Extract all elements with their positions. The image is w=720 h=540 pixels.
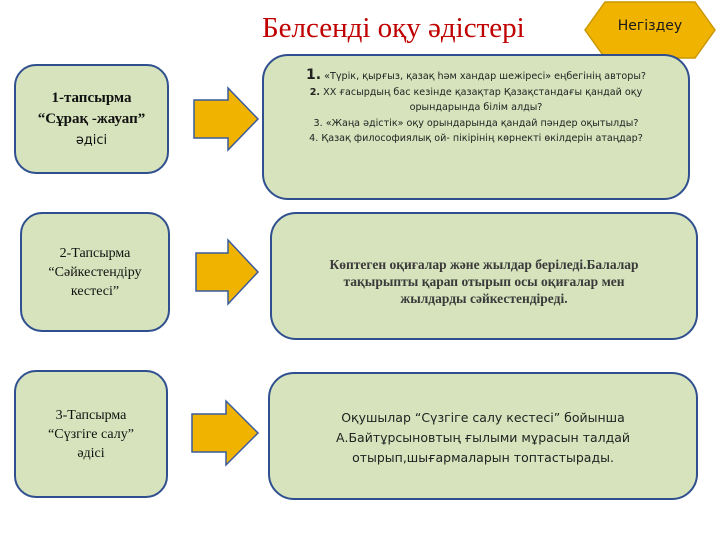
description-2-line-2: тақырыпты қарап отырып осы оқиғалар мен — [343, 274, 625, 289]
task-1-suffix: әдісі — [75, 132, 108, 148]
question-1: 1. «Түрік, қырғыз, қазақ һәм хандар шежі… — [305, 67, 646, 83]
arrow-right-icon — [195, 238, 260, 306]
task-2-suffix: кестесі” — [70, 283, 120, 299]
task-2-box: 2-Тапсырма “Сәйкестендіру кестесі” — [20, 212, 170, 332]
question-4: 4. Қазақ философиялық ой- пікірінің көрн… — [309, 133, 643, 144]
description-2-line-1: Көптеген оқиғалар және жылдар беріледі.Б… — [329, 257, 639, 272]
slide-title: Белсенді оқу әдістері — [262, 12, 525, 44]
description-3-line-1: Оқушылар “Сүзгіге салу кестесі” бойынша — [341, 410, 625, 425]
description-3-line-3: отырып,шығармаларын топтастырады. — [352, 450, 614, 465]
task-1-box: 1-тапсырма “Сұрақ -жауап” әдісі — [14, 64, 169, 174]
pentagon-shape — [584, 1, 716, 59]
task-3-number: 3-Тапсырма — [55, 407, 127, 423]
question-2-continued: орындарында білім алды? — [409, 102, 543, 113]
question-3: 3. «Жаңа әдістік» оқу орындарында қандай… — [313, 117, 639, 129]
task-3-box: 3-Тапсырма “Сүзгіге салу” әдісі — [14, 370, 168, 498]
task-1-name: “Сұрақ -жауап” — [37, 110, 146, 127]
description-2-line-3: жылдарды сәйкестендіреді. — [400, 291, 568, 306]
task-3-suffix: әдісі — [77, 445, 105, 461]
question-2: 2. ХХ ғасырдың бас кезінде қазақтар Қаза… — [309, 86, 643, 98]
arrow-right-icon — [191, 399, 260, 467]
description-box-3: Оқушылар “Сүзгіге салу кестесі” бойынша … — [268, 372, 698, 500]
task-3-name: “Сүзгіге салу” — [48, 426, 134, 442]
task-1-number: 1-тапсырма — [51, 89, 132, 106]
arrow-right-icon — [193, 86, 260, 152]
description-box-2: Көптеген оқиғалар және жылдар беріледі.Б… — [270, 212, 698, 340]
nav-button[interactable]: Негіздеу — [583, 0, 717, 60]
questions-box: 1. «Түрік, қырғыз, қазақ һәм хандар шежі… — [262, 54, 690, 200]
task-2-name: “Сәйкестендіру — [48, 264, 142, 280]
description-3-line-2: А.Байтұрсыновтың ғылыми мұрасын талдай — [335, 430, 631, 445]
task-2-number: 2-Тапсырма — [59, 245, 131, 261]
nav-button-label: Негіздеу — [617, 18, 683, 34]
